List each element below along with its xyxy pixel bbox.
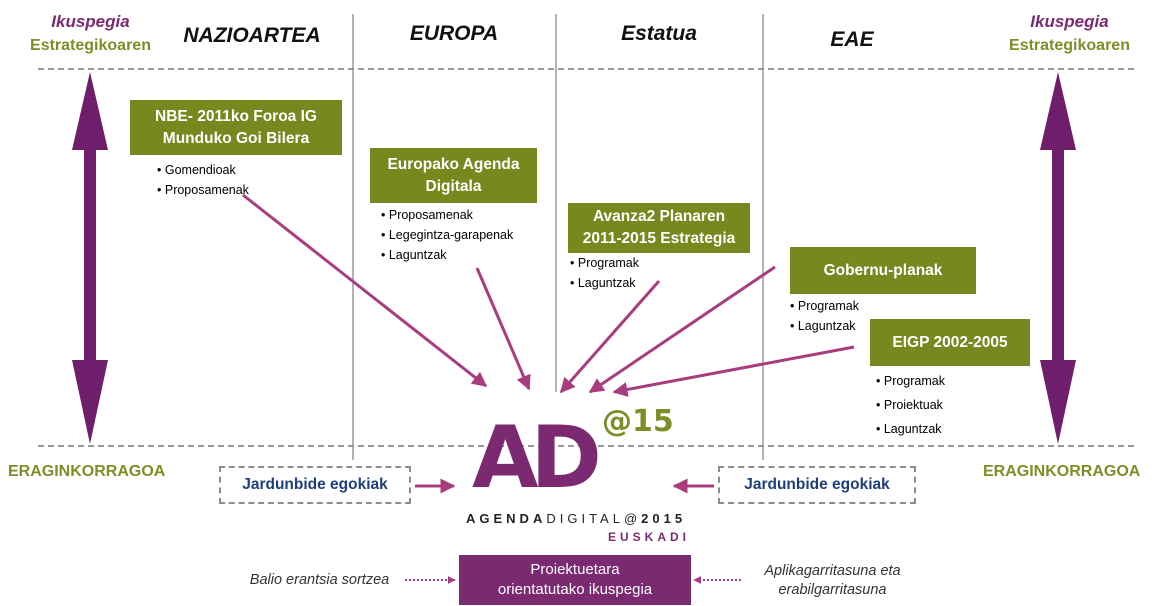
balio-note: Balio erantsia sortzea: [249, 572, 390, 588]
proiektuetara-line2: orientatutako ikuspegia: [497, 581, 653, 598]
list-item: Programak: [790, 296, 859, 316]
agenda-digital-logo: AD @15 AGENDADIGITAL@2015 EUSKADI: [466, 405, 696, 545]
box-europa-line1: Europako Agenda: [387, 155, 520, 173]
box-gobernu-line1: Gobernu-planak: [823, 261, 943, 279]
list-item: Proposamenak: [381, 205, 513, 225]
box-avanza: Avanza2 Planaren 2011-2015 Estrategia: [568, 203, 750, 253]
aplikagarri-line2: erabilgarritasuna: [778, 582, 887, 598]
column-header-eae: EAE: [830, 28, 874, 51]
column-header-europa: EUROPA: [409, 22, 499, 45]
box-eigp: EIGP 2002-2005: [870, 319, 1030, 366]
box-nbe-line2: Munduko Goi Bilera: [162, 129, 310, 147]
list-item: Laguntzak: [570, 273, 639, 293]
list-item: Proposamenak: [157, 180, 249, 200]
column-header-estatua: Estatua: [621, 22, 697, 45]
box-europa: Europako Agenda Digitala: [370, 148, 537, 203]
column-header-nazioartea: NAZIOARTEA: [183, 24, 321, 47]
right-side-title: Ikuspegia Estrategikoaren: [982, 10, 1157, 58]
logo-subtitle: AGENDADIGITAL@2015: [466, 511, 686, 526]
jardunbide-right-box: Jardunbide egokiak: [718, 466, 916, 504]
logo-superscript: @15: [602, 404, 674, 439]
left-double-arrow: [72, 72, 108, 444]
box-avanza-bullets: Programak Laguntzak: [570, 253, 639, 293]
left-side-title: Ikuspegia Estrategikoaren: [8, 10, 173, 58]
logo-main: AD: [472, 408, 602, 508]
left-bottom-label: ERAGINKORRAGOA: [8, 463, 166, 480]
list-item: Gomendioak: [157, 160, 249, 180]
box-eigp-line1: EIGP 2002-2005: [892, 333, 1008, 351]
list-item: Laguntzak: [381, 245, 513, 265]
list-item: Legegintza-garapenak: [381, 225, 513, 245]
box-nbe: NBE- 2011ko Foroa IG Munduko Goi Bilera: [130, 100, 342, 155]
right-title-line2: Estrategikoaren: [1009, 37, 1130, 54]
logo-sub-bold1: AGENDA: [466, 511, 547, 526]
right-double-arrow: [1040, 72, 1076, 444]
box-nbe-bullets: Gomendioak Proposamenak: [157, 160, 249, 200]
proiektuetara-line1: Proiektuetara: [530, 561, 620, 578]
box-avanza-line2: 2011-2015 Estrategia: [582, 230, 736, 247]
left-title-line1: Ikuspegia: [51, 12, 130, 31]
aplikagarri-note: Aplikagarritasuna eta erabilgarritasuna: [740, 562, 925, 600]
box-europa-bullets: Proposamenak Legegintza-garapenak Lagunt…: [381, 205, 513, 265]
arrow-eigp: [612, 345, 855, 397]
left-title-line2: Estrategikoaren: [30, 37, 151, 54]
box-nbe-line1: NBE- 2011ko Foroa IG: [155, 107, 317, 125]
box-gobernu-bullets: Programak Laguntzak: [790, 296, 859, 336]
logo-sub-bold2: 2015: [641, 511, 687, 526]
right-title-line1: Ikuspegia: [1030, 12, 1109, 31]
arrow-gobernu: [588, 265, 776, 394]
logo-sub-normal: DIGITAL@: [546, 511, 642, 526]
list-item: Programak: [570, 253, 639, 273]
aplikagarri-line1: Aplikagarritasuna eta: [764, 563, 901, 579]
box-gobernu: Gobernu-planak: [790, 247, 976, 294]
list-item: Laguntzak: [790, 316, 859, 336]
list-item: Proiektuak: [876, 393, 945, 417]
logo-region: EUSKADI: [608, 530, 691, 544]
right-bottom-label: ERAGINKORRAGOA: [983, 463, 1141, 480]
list-item: Programak: [876, 369, 945, 393]
jardunbide-left-box: Jardunbide egokiak: [219, 466, 411, 504]
box-europa-line2: Digitala: [425, 177, 482, 195]
box-eigp-bullets: Programak Proiektuak Laguntzak: [876, 369, 945, 441]
arrow-avanza: [559, 280, 661, 394]
list-item: Laguntzak: [876, 417, 945, 441]
arrow-europa: [475, 267, 531, 391]
proiektuetara-box: Proiektuetara orientatutako ikuspegia: [459, 555, 691, 605]
arrow-nbe: [242, 193, 488, 388]
box-avanza-line1: Avanza2 Planaren: [592, 208, 726, 225]
